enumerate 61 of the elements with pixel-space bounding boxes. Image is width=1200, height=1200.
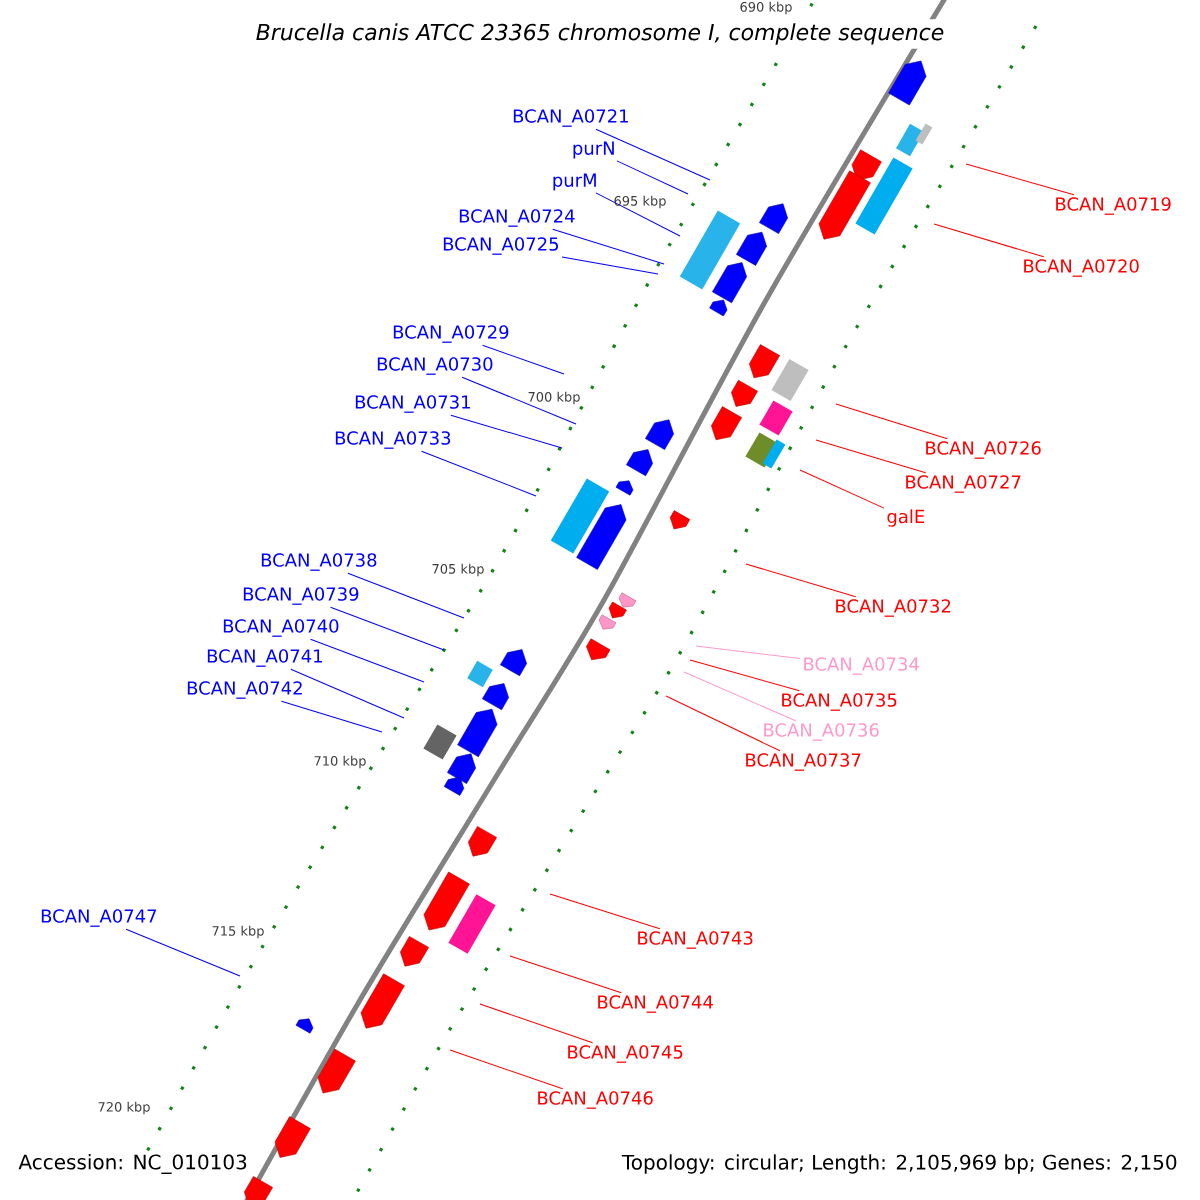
leader-line [552,228,665,265]
gene-label: BCAN_A0726 [926,441,1041,459]
gene-label: BCAN_A0719 [1056,197,1171,215]
leader-line [549,893,661,930]
gene-label: galE [887,509,925,527]
leader-line [450,414,563,449]
leader-line [689,659,800,692]
leader-line [290,668,405,719]
gene-label: BCAN_A0732 [836,599,951,617]
leader-line [330,606,445,651]
leader-line [561,256,659,275]
leader-line [461,376,577,425]
gene-label: BCAN_A0746 [538,1091,653,1109]
title: Brucella canis ATCC 23365 chromosome I, complete sequence [251,19,949,49]
gene-label: BCAN_A0745 [568,1045,683,1063]
gene-label: BCAN_A0734 [804,657,919,675]
gene-label: BCAN_A0743 [638,931,753,949]
gene-label: BCAN_A0731 [355,395,470,413]
leader-line [310,638,425,683]
summary-text: Topology: circular; Length: 2,105,969 bp; Genes: 2,150 [621,1154,1177,1174]
leader-line [695,645,801,660]
leader-line [347,572,465,619]
gene-label: BCAN_A0721 [513,109,628,127]
gene-label: BCAN_A0729 [393,325,509,343]
leader-line [421,450,537,497]
leader-line [965,163,1075,196]
gene-label: purM [553,173,596,191]
gene-label: BCAN_A0730 [377,357,493,375]
leader-line [665,695,781,752]
leader-line [595,192,681,237]
leader-line [799,469,885,509]
gene-label: purN [573,141,614,159]
accession-text: Accession: NC_010103 [18,1154,247,1174]
gene-label: BCAN_A0720 [1024,259,1139,277]
leader-line [449,1049,564,1090]
gene-label: BCAN_A0735 [782,693,897,711]
leader-line [933,223,1045,258]
gene-label: BCAN_A0740 [223,619,339,637]
gene-label: BCAN_A0737 [746,753,861,771]
gene-label: BCAN_A0744 [598,995,713,1013]
gene-label: BCAN_A0742 [187,681,302,699]
leader-line [479,1003,594,1044]
gene-label: BCAN_A0727 [906,475,1021,493]
gene-label: BCAN_A0725 [443,237,558,255]
gene-label: BCAN_A0738 [261,553,377,571]
leader-line [125,928,241,977]
gene-label: BCAN_A0736 [764,723,879,741]
gene-label: BCAN_A0733 [335,431,451,449]
gene-label: BCAN_A0724 [459,209,575,227]
leader-line [683,671,797,722]
leader-line [595,128,711,181]
leader-line [815,439,927,474]
gene-label: BCAN_A0739 [243,587,359,605]
leader-line [482,344,565,375]
leader-line [509,955,622,994]
gene-label: BCAN_A0741 [207,649,322,667]
leader-line [616,160,689,195]
leader-line [745,563,857,598]
leader-line [835,403,948,440]
leader-line [280,700,383,733]
gene-label: BCAN_A0747 [41,909,157,927]
